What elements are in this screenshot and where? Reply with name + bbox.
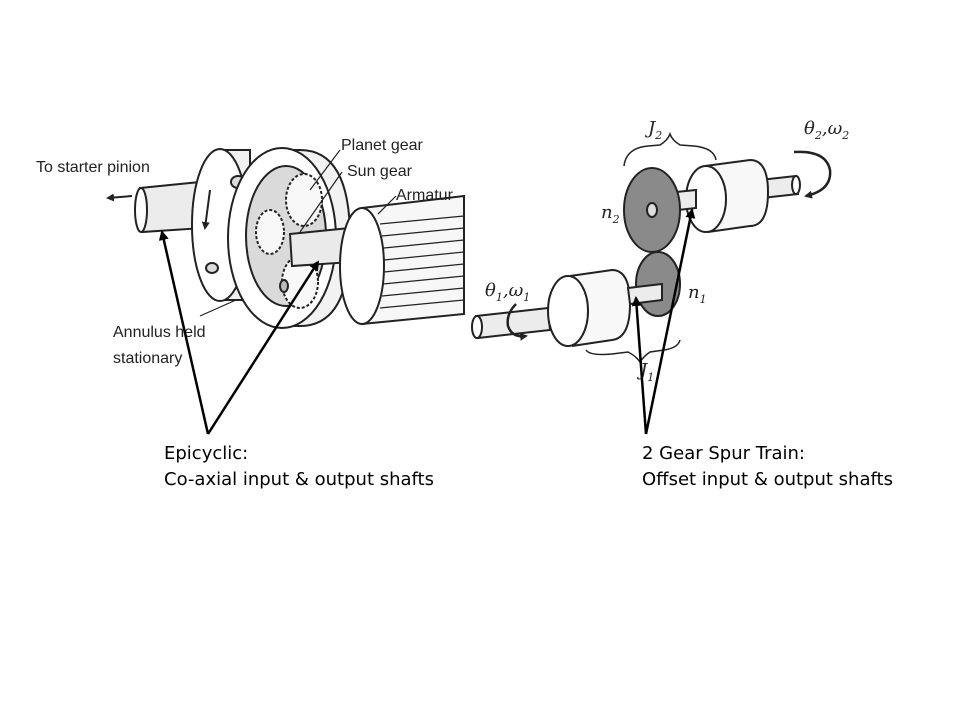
j2-brace <box>623 131 717 167</box>
spur-train-drawing <box>471 131 832 364</box>
sun-gear-leader <box>299 171 343 233</box>
pointer-arrow-output-shaft-right <box>644 208 696 435</box>
gear-n2 <box>623 167 681 253</box>
output-shaft-assembly <box>674 158 801 233</box>
caption-spur-train-detail: Offset input & output shafts <box>642 469 893 490</box>
label-annulus-line2: stationary <box>113 350 182 367</box>
pointer-arrow-output-shaft <box>158 230 210 435</box>
rotation-arrow-output <box>793 150 832 199</box>
armature-leader <box>377 195 397 215</box>
label-j1: J1 <box>636 360 654 384</box>
label-planet-gear: Planet gear <box>341 137 424 154</box>
rotation-arrow-input <box>506 303 528 341</box>
caption-epicyclic-title: Epicyclic: <box>164 443 249 464</box>
label-to-starter-pinion: To starter pinion <box>36 159 150 176</box>
label-armature: Armatur <box>396 187 454 204</box>
annulus-leader <box>199 299 237 317</box>
caption-spur-train-title: 2 Gear Spur Train: <box>642 443 805 464</box>
label-j2: J2 <box>644 118 662 142</box>
label-annulus-line1: Annulus held <box>113 324 206 341</box>
caption-spur-train: 2 Gear Spur Train: Offset input & output… <box>642 441 893 493</box>
caption-epicyclic: Epicyclic: Co-axial input & output shaft… <box>164 441 434 493</box>
pointer-arrow-sun-shaft <box>206 260 320 435</box>
label-theta1-omega1: θ1,ω1 <box>485 280 530 304</box>
label-sun-gear: Sun gear <box>347 163 413 180</box>
label-theta2-omega2: θ2,ω2 <box>804 118 849 142</box>
label-n1: n1 <box>688 282 707 306</box>
label-n2: n2 <box>601 202 620 226</box>
armature <box>339 194 465 326</box>
planet-gear-leader <box>309 149 341 191</box>
pointer-arrow-input-shaft-right <box>631 296 648 435</box>
pinion-direction-arrow <box>106 193 133 202</box>
epicyclic-drawing <box>106 147 465 329</box>
input-shaft-assembly <box>471 268 663 347</box>
caption-epicyclic-detail: Co-axial input & output shafts <box>164 469 434 490</box>
